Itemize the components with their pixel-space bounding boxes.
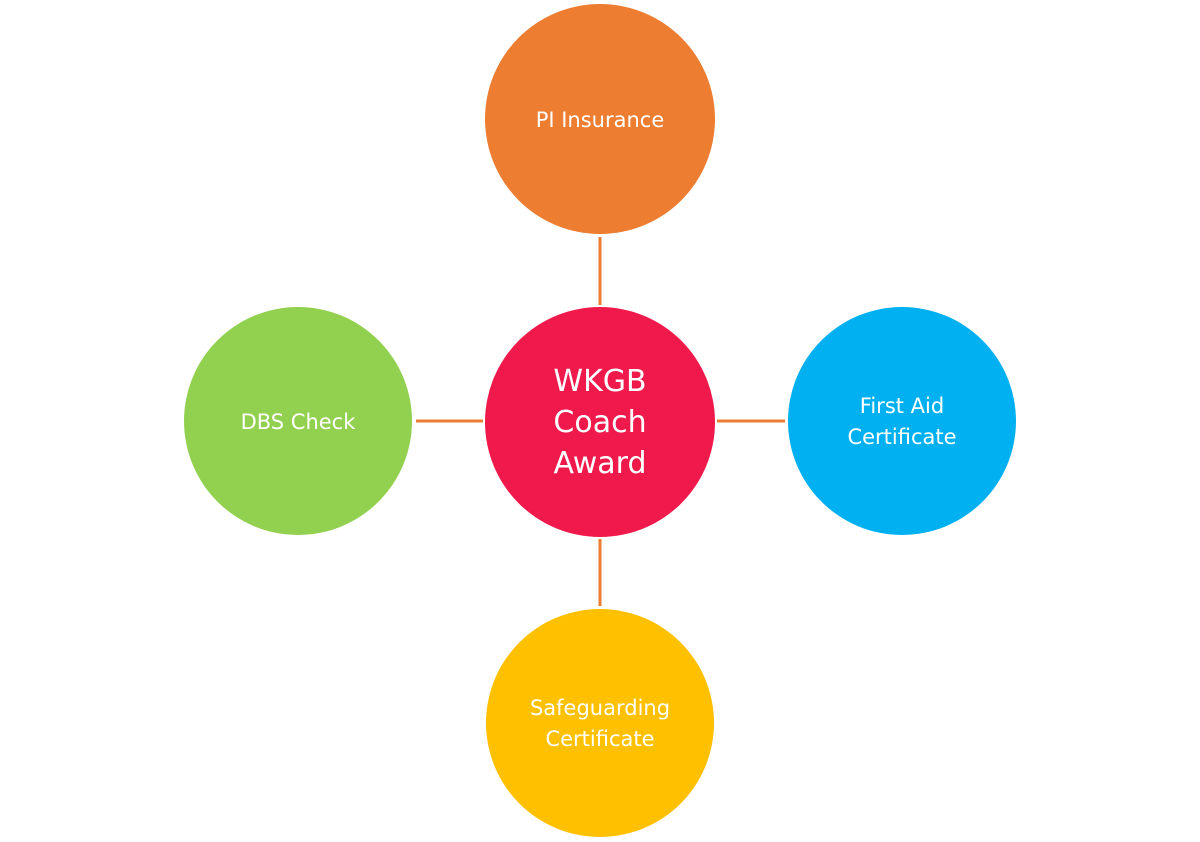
- center-label-line-3: Award: [553, 446, 646, 481]
- node-label-safeguarding-line-1: Safeguarding: [530, 696, 670, 720]
- node-dbs-check: DBS Check: [184, 307, 412, 535]
- node-label-first-aid-line-2: Certificate: [847, 425, 956, 449]
- node-circle-top: [485, 4, 715, 234]
- center-node: WKGB Coach Award: [485, 307, 715, 537]
- node-circle-left: [184, 307, 412, 535]
- node-label-dbs-check: DBS Check: [241, 410, 357, 434]
- center-label-line-2: Coach: [553, 405, 646, 440]
- center-circle: [485, 307, 715, 537]
- node-circle-right: [788, 307, 1016, 535]
- node-circle-bottom: [486, 609, 714, 837]
- node-label-first-aid-line-1: First Aid: [860, 394, 944, 418]
- node-label-safeguarding-line-2: Certificate: [545, 727, 654, 751]
- node-label-pi-insurance: PI Insurance: [536, 108, 665, 132]
- node-safeguarding: Safeguarding Certificate: [486, 609, 714, 837]
- node-pi-insurance: PI Insurance: [485, 4, 715, 234]
- node-first-aid: First Aid Certificate: [788, 307, 1016, 535]
- center-label-line-1: WKGB: [553, 364, 646, 399]
